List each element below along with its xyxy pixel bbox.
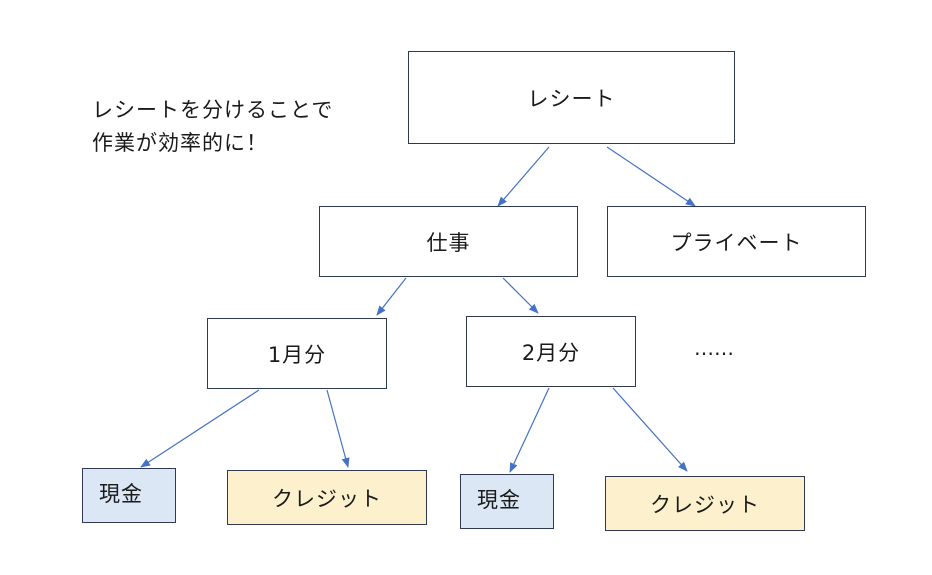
node-january-cash: 現金 xyxy=(82,468,176,523)
node-january: 1月分 xyxy=(207,318,387,389)
arrow-root-to-private xyxy=(606,146,696,207)
arrow-feb-to-credit xyxy=(612,387,688,472)
arrow-jan-to-cash xyxy=(140,389,260,468)
caption-line-1: レシートを分けることで xyxy=(92,98,334,122)
node-february: 2月分 xyxy=(466,316,636,387)
arrow-work-to-jan xyxy=(376,277,407,316)
caption-text: レシートを分けることで 作業が効率的に！ xyxy=(92,94,333,160)
node-receipt: レシート xyxy=(408,51,735,144)
more-ellipsis: …… xyxy=(694,336,734,360)
arrow-jan-to-credit xyxy=(326,389,350,468)
node-february-credit: クレジット xyxy=(605,476,805,531)
arrow-work-to-feb xyxy=(502,277,539,314)
caption-line-2: 作業が効率的に！ xyxy=(92,131,268,155)
node-february-cash: 現金 xyxy=(460,474,554,529)
arrow-root-to-work xyxy=(497,146,550,207)
node-private: プライベート xyxy=(607,206,866,277)
node-january-credit: クレジット xyxy=(227,470,427,525)
arrow-feb-to-cash xyxy=(509,387,550,473)
node-work: 仕事 xyxy=(319,206,578,277)
